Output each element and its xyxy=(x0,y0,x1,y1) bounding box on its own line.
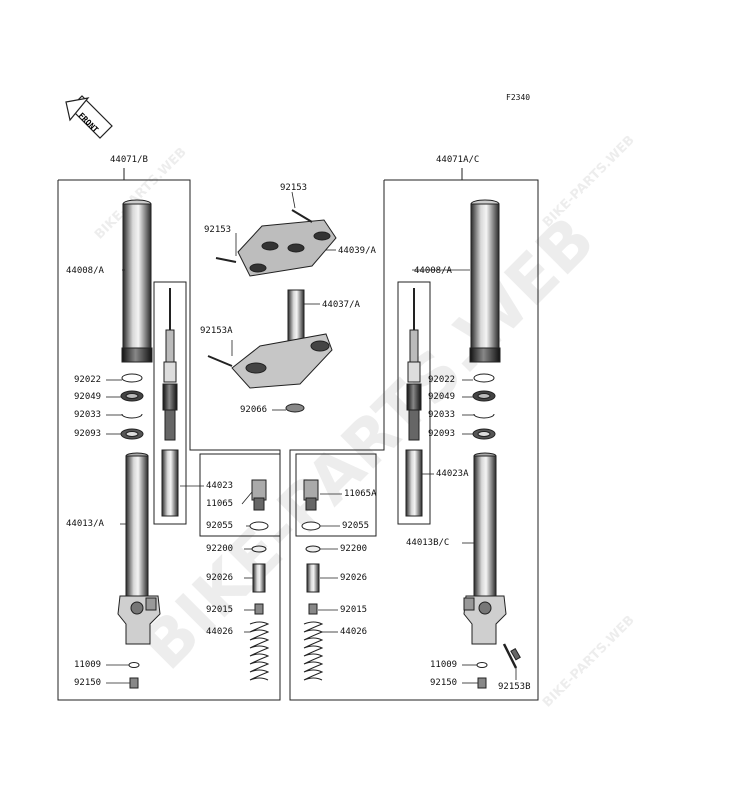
label-92015-left: 92015 xyxy=(206,605,234,615)
label-92093-right: 92093 xyxy=(428,429,456,439)
right-cartridge-box xyxy=(397,281,431,525)
label-92153a: 92153A xyxy=(200,326,233,336)
right-assembly-frame xyxy=(289,168,539,701)
label-92066: 92066 xyxy=(240,405,268,415)
label-44013b-c: 44013B/C xyxy=(406,538,450,548)
upper-triple-clamp xyxy=(215,209,337,277)
label-92153-left: 92153 xyxy=(204,225,232,235)
label-11065a: 11065A xyxy=(344,489,377,499)
label-44026-right: 44026 xyxy=(340,627,368,637)
label-11065: 11065 xyxy=(206,499,234,509)
right-spring-coil xyxy=(303,621,324,681)
left-valve-box xyxy=(199,453,281,537)
right-spring-set xyxy=(303,545,324,681)
left-inner-tube xyxy=(117,452,161,645)
left-cartridge xyxy=(161,288,179,517)
left-outer-tube xyxy=(121,199,153,363)
label-92049-left: 92049 xyxy=(74,392,102,402)
label-44023a: 44023A xyxy=(436,469,469,479)
label-92200-right: 92200 xyxy=(340,544,368,554)
label-44023: 44023 xyxy=(206,481,234,491)
label-44008-a-left: 44008/A xyxy=(66,266,104,276)
label-92022-right: 92022 xyxy=(428,375,456,385)
left-cartridge-box xyxy=(153,281,187,525)
label-92026-right: 92026 xyxy=(340,573,368,583)
label-92055-right: 92055 xyxy=(342,521,370,531)
label-92049-right: 92049 xyxy=(428,392,456,402)
front-arrow-icon: FRONT xyxy=(65,95,113,139)
sub-boxes xyxy=(153,281,431,537)
diagram-code: F2340 xyxy=(506,93,531,102)
label-44039-a: 44039/A xyxy=(338,246,376,256)
label-92022-left: 92022 xyxy=(74,375,102,385)
label-44037-a: 44037/A xyxy=(322,300,360,310)
label-11009-right: 11009 xyxy=(430,660,458,670)
right-outer-tube xyxy=(469,199,501,363)
right-seals xyxy=(472,373,496,440)
label-44071-b: 44071/B xyxy=(110,155,148,165)
right-cartridge xyxy=(405,288,423,517)
leader-lines xyxy=(106,191,517,684)
left-bottom-bolts xyxy=(128,662,140,689)
right-bottom-bolts xyxy=(476,643,521,689)
left-spring-coil xyxy=(249,621,270,681)
right-valve xyxy=(301,479,321,531)
label-92153b: 92153B xyxy=(498,682,531,692)
label-92033-right: 92033 xyxy=(428,410,456,420)
label-92150-right: 92150 xyxy=(430,678,458,688)
right-valve-box xyxy=(295,453,377,537)
label-92153-top: 92153 xyxy=(280,183,308,193)
lower-triple-clamp xyxy=(207,289,333,413)
label-44013-a: 44013/A xyxy=(66,519,104,529)
left-seals xyxy=(120,373,144,440)
left-valve xyxy=(249,479,269,531)
left-assembly-frame xyxy=(57,168,281,701)
label-92200-left: 92200 xyxy=(206,544,234,554)
label-11009-left: 11009 xyxy=(74,660,102,670)
label-92033-left: 92033 xyxy=(74,410,102,420)
label-44008-a-right: 44008/A xyxy=(414,266,452,276)
left-spring-set xyxy=(249,545,270,681)
label-44026-left: 44026 xyxy=(206,627,234,637)
label-92055-left: 92055 xyxy=(206,521,234,531)
right-inner-tube xyxy=(463,452,507,645)
label-92015-right: 92015 xyxy=(340,605,368,615)
label-92026-left: 92026 xyxy=(206,573,234,583)
label-92093-left: 92093 xyxy=(74,429,102,439)
label-44071a-c: 44071A/C xyxy=(436,155,480,165)
label-92150-left: 92150 xyxy=(74,678,102,688)
